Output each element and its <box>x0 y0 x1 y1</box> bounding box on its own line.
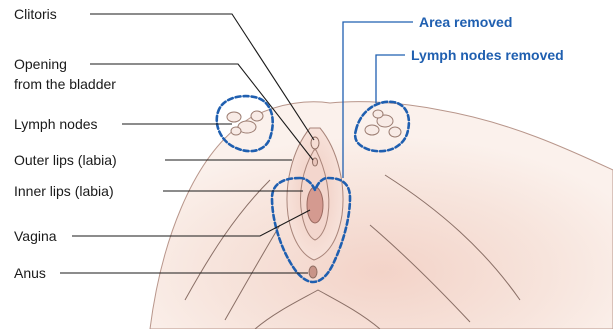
vagina-shape <box>307 187 323 223</box>
label-lymph-nodes: Lymph nodes <box>14 116 98 132</box>
lymph-node <box>231 127 241 135</box>
body-illustration <box>150 102 613 329</box>
leader-lymph-nodes-removed <box>376 55 405 103</box>
label-opening-line1: Opening <box>14 56 67 72</box>
label-clitoris: Clitoris <box>14 6 57 22</box>
label-outer-lips: Outer lips (labia) <box>14 152 117 168</box>
lymph-node <box>251 111 263 121</box>
lymph-node <box>365 125 379 135</box>
lymph-node <box>389 127 401 137</box>
clitoris-shape <box>311 137 319 149</box>
label-opening-line2: from the bladder <box>14 76 116 92</box>
label-lymph-nodes-removed: Lymph nodes removed <box>411 47 564 63</box>
lymph-node <box>227 112 241 122</box>
label-inner-lips: Inner lips (labia) <box>14 183 114 199</box>
body-skin <box>150 102 613 329</box>
anus-shape <box>309 266 317 278</box>
label-vagina: Vagina <box>14 228 57 244</box>
bladder-opening-shape <box>313 158 318 166</box>
label-anus: Anus <box>14 265 46 281</box>
label-area-removed: Area removed <box>419 14 512 30</box>
lymph-node <box>373 110 383 118</box>
